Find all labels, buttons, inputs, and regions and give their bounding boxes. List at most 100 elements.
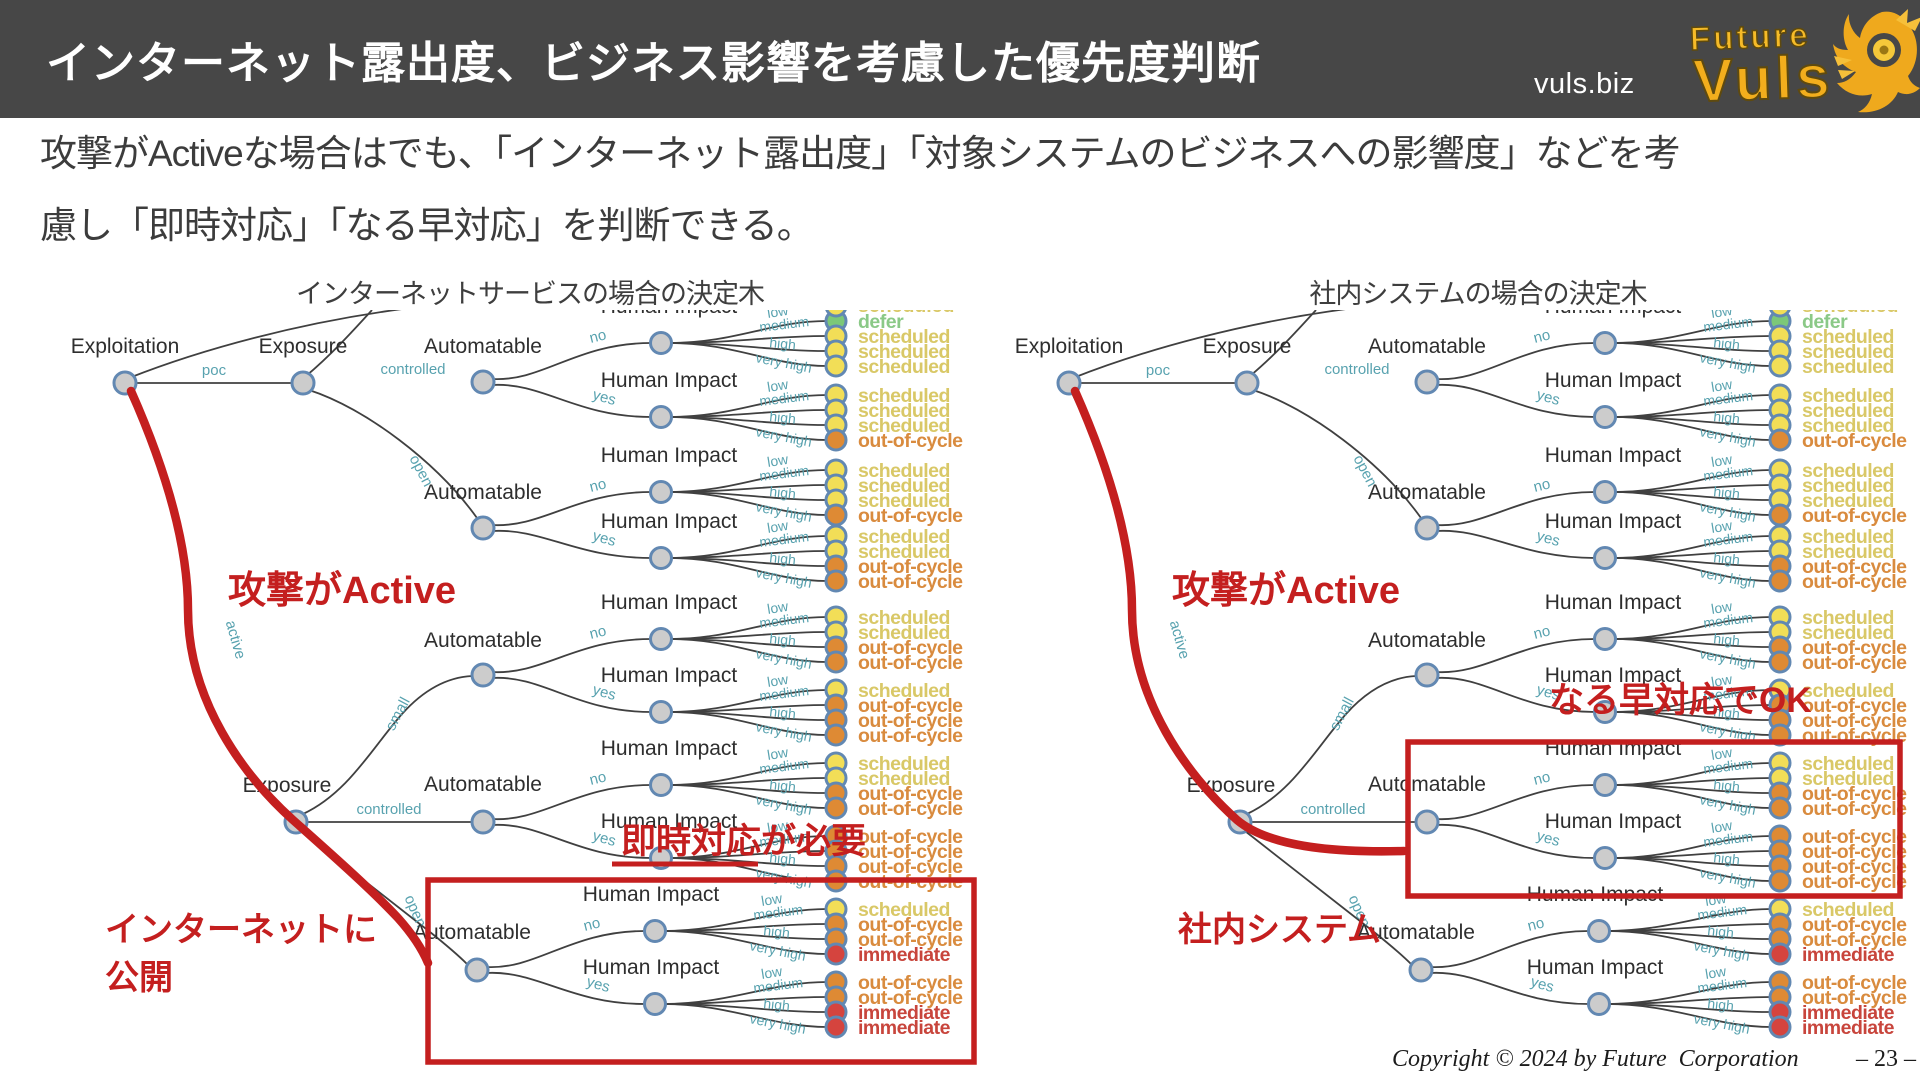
mascot-tuft [1896, 9, 1920, 31]
human-impact-label: Human Impact [1545, 810, 1682, 833]
outcome-label: immediate [1802, 1017, 1895, 1039]
human-impact-label: Human Impact [1545, 591, 1682, 614]
outcome-label: out-of-cycle [858, 725, 963, 747]
outcome-label: immediate [1802, 1002, 1895, 1024]
outcome-label: out-of-cycle [1802, 798, 1907, 820]
outcome-label: out-of-cycle [858, 798, 963, 820]
human-impact-label: Human Impact [601, 737, 738, 760]
edge-label: low [766, 376, 790, 395]
tree-edge [1435, 384, 1596, 418]
edge-label: no [1532, 475, 1552, 496]
tree-edge [1435, 638, 1596, 673]
tree-node [290, 370, 316, 396]
edge-label: medium [758, 528, 809, 550]
tree-edge [1612, 711, 1772, 736]
edge-label: medium [1702, 528, 1753, 550]
edge-label: low [766, 744, 790, 763]
edge-label: high [1713, 334, 1741, 353]
outcome-label: out-of-cycle [1802, 652, 1907, 674]
outcome-label: scheduled [858, 356, 950, 378]
highlight-curve [1070, 386, 1409, 856]
outcome-label: out-of-cycle [858, 556, 963, 578]
tree-edge [1612, 784, 1772, 809]
edge-label: very high [1698, 564, 1757, 591]
edge-label: no [588, 475, 608, 496]
outcome-label-clipped: scheduled [1802, 310, 1898, 317]
outcome-label: scheduled [1802, 753, 1894, 775]
tree-node [1593, 627, 1617, 651]
leaf-out-of-cycle [824, 723, 848, 747]
node-label: Automatable [424, 629, 542, 652]
outcome-label: scheduled [858, 341, 950, 363]
edge-label: medium [758, 313, 809, 335]
edge-label: very high [1698, 791, 1757, 818]
edge-label: low [1710, 671, 1734, 690]
leaf-out-of-cycle [1768, 503, 1792, 527]
edge-label: medium [1702, 462, 1753, 484]
tree-node [470, 662, 496, 688]
human-impact-label: Human Impact [601, 664, 738, 687]
edge-label: high [763, 922, 791, 941]
annotation-note: 即時対応が必要 [621, 822, 866, 861]
edge-label: medium [1696, 974, 1747, 996]
edge-label: yes [1535, 681, 1562, 704]
outcome-label: scheduled [1802, 899, 1894, 921]
outcome-label: out-of-cycle [1802, 826, 1907, 848]
node-label: Automatable [424, 773, 542, 796]
tree-edge [668, 484, 828, 493]
outcome-label: out-of-cycle [858, 929, 963, 951]
outcome-label: scheduled [1802, 680, 1894, 702]
tree-edge [1252, 389, 1422, 519]
edge-label: no [1532, 326, 1552, 347]
node-label: Automatable [1357, 921, 1475, 944]
edge-label: very high [754, 791, 813, 818]
tree-edge [668, 784, 828, 809]
outcome-label: out-of-cycle [1802, 505, 1907, 527]
tree-edge [491, 342, 652, 380]
edge-label: low [766, 310, 790, 321]
outcome-label: scheduled [858, 607, 950, 629]
edge-label: medium [758, 682, 809, 704]
fox-mascot-icon [1833, 9, 1920, 113]
tree-edge [1606, 923, 1772, 932]
edge-label: low [1710, 817, 1734, 836]
outcome-label: out-of-cycle [858, 695, 963, 717]
logo-vuls-text: Vuls [1691, 42, 1836, 116]
edge-label: low [760, 890, 784, 909]
human-impact-label: Human Impact [601, 444, 738, 467]
highlight-box [425, 877, 977, 1065]
edge-label: yes [1535, 527, 1562, 550]
annotation-attack-active: 攻撃がActive [1172, 570, 1400, 612]
tree-edge [1612, 850, 1772, 859]
edge-label: no [588, 768, 608, 789]
tree-edge [1612, 491, 1772, 516]
outcome-label: out-of-cycle [858, 710, 963, 732]
annotation-attack-active: 攻撃がActive [228, 570, 456, 612]
outcome-label: out-of-cycle [1802, 871, 1907, 893]
tree-node [643, 919, 667, 943]
outcome-label: scheduled [1802, 622, 1894, 644]
tree-edge [491, 529, 652, 559]
tree-node [470, 369, 496, 395]
edge-label: yes [591, 527, 618, 550]
edge-label: no [1532, 768, 1552, 789]
edge-label: medium [1702, 387, 1753, 409]
node-label: Automatable [1368, 629, 1486, 652]
edge-label: low [766, 598, 790, 617]
annotation-target: 社内システム [1178, 911, 1381, 949]
edge-label: very high [754, 349, 813, 376]
edge-label: very high [1692, 1010, 1751, 1037]
edge-label: high [769, 776, 797, 795]
leaf-out-of-cycle [824, 796, 848, 820]
tree-node [1414, 662, 1440, 688]
outcome-label: out-of-cycle [1802, 430, 1907, 452]
tree-edge [485, 930, 646, 968]
human-impact-label: Human Impact [601, 591, 738, 614]
tree-edge [668, 777, 828, 786]
edge-label: medium [1702, 609, 1753, 631]
tree-edge [662, 930, 828, 955]
outcome-label: out-of-cycle [1802, 556, 1907, 578]
tree-edge [1606, 996, 1772, 1005]
tree-edge [1606, 1003, 1772, 1028]
human-impact-label: Human Impact [601, 810, 738, 833]
